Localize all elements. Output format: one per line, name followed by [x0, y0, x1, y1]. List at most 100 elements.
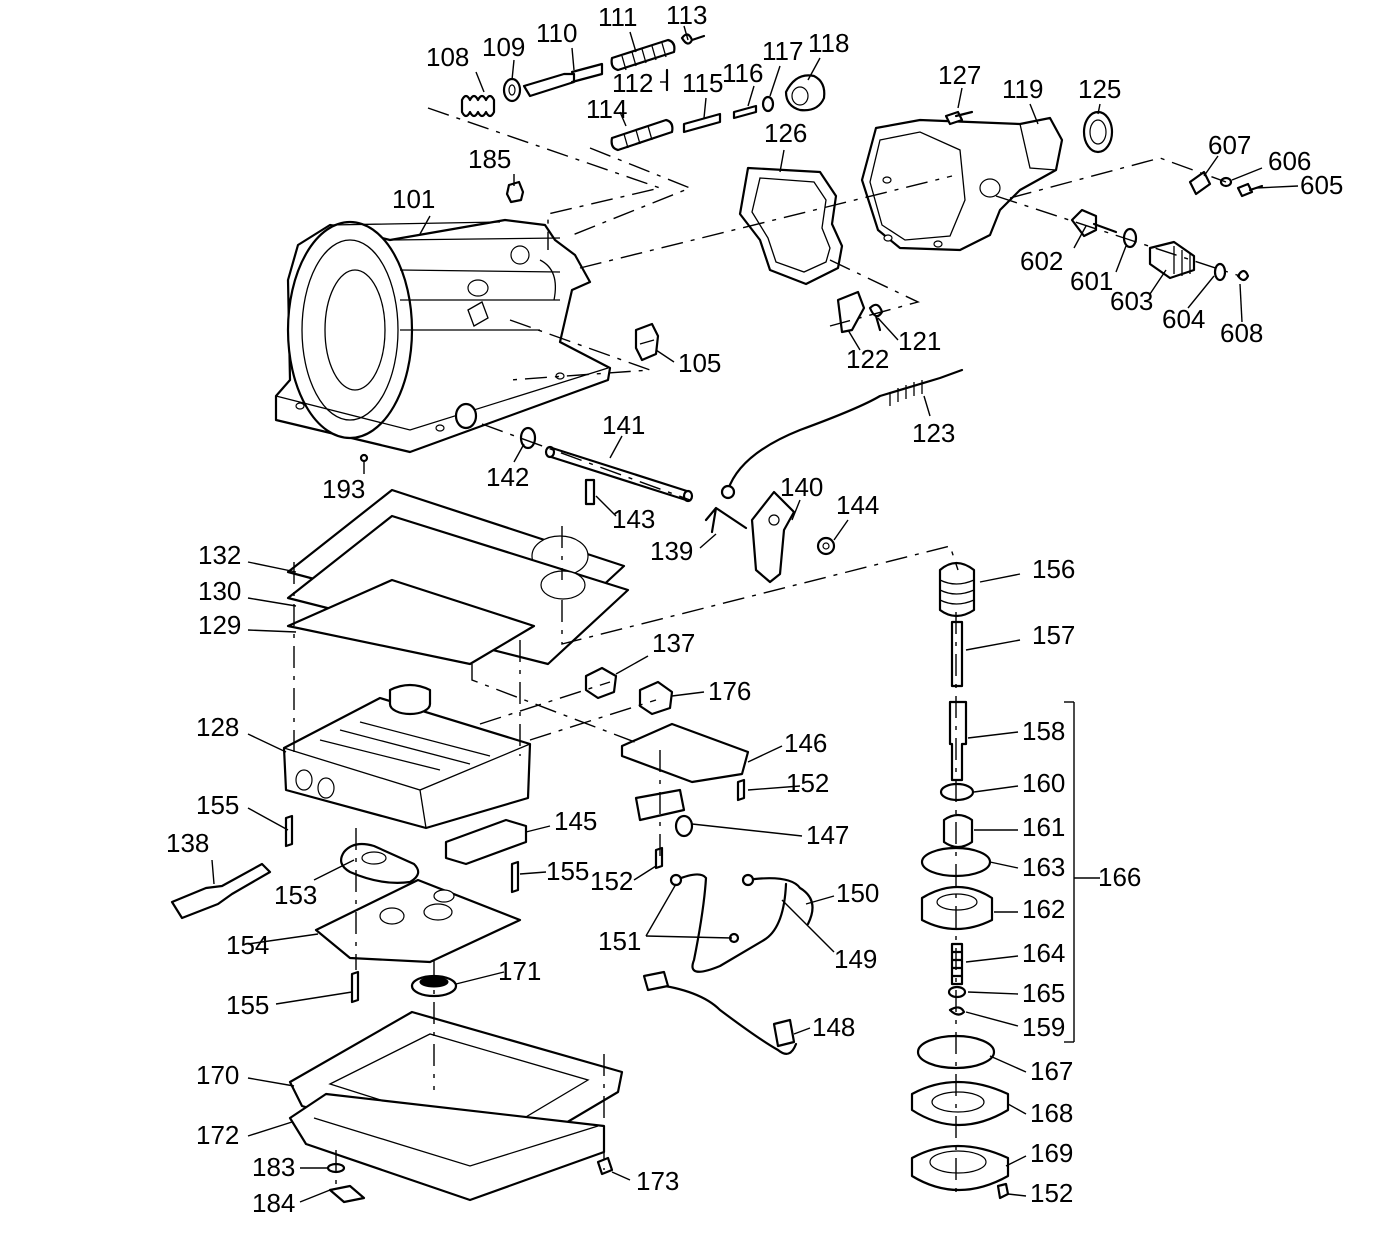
part-153-gasket [339, 842, 420, 884]
callout-111: 111 [598, 2, 638, 32]
part-159-clip [948, 1006, 966, 1016]
callout-144: 144 [836, 490, 879, 520]
callout-148: 148 [812, 1012, 855, 1042]
callout-170: 170 [196, 1060, 239, 1090]
part-142-seal [519, 426, 537, 450]
callout-159: 159 [1022, 1012, 1065, 1042]
callout-123: 123 [912, 418, 955, 448]
part-123-rod [720, 368, 964, 500]
callout-140: 140 [780, 472, 823, 502]
part-155-bolts [284, 814, 520, 1004]
callout-146: 146 [784, 728, 827, 758]
callout-139: 139 [650, 536, 693, 566]
part-125-seal [1082, 110, 1114, 154]
callout-121: 121 [898, 326, 941, 356]
callout-173: 173 [636, 1166, 679, 1196]
callout-132: 132 [198, 540, 241, 570]
callout-115: 115 [682, 68, 723, 98]
callout-157: 157 [1032, 620, 1075, 650]
part-129-gasket [286, 578, 536, 666]
part-117-ring [761, 95, 775, 113]
callout-603: 603 [1110, 286, 1153, 316]
part-608-clip [1236, 269, 1250, 282]
callout-127: 127 [938, 60, 981, 90]
callout-166: 166 [1098, 862, 1141, 892]
part-146-cover [620, 722, 750, 784]
callout-155a: 155 [196, 790, 239, 820]
part-154-plate [314, 878, 522, 964]
callout-147: 147 [806, 820, 849, 850]
callout-126: 126 [764, 118, 807, 148]
callout-labels: 108 109 110 111 113 112 114 115 116 117 … [166, 0, 1343, 1218]
part-157-pin [950, 620, 964, 688]
callout-142: 142 [486, 462, 529, 492]
callout-109: 109 [482, 32, 525, 62]
callout-118: 118 [808, 28, 849, 58]
callout-145: 145 [554, 806, 597, 836]
part-169-cover [910, 1144, 1010, 1191]
part-101-transmission-case [274, 218, 612, 454]
part-105-connector [634, 322, 660, 362]
part-122-bracket [836, 290, 866, 334]
part-604-ring [1213, 262, 1227, 282]
callout-165: 165 [1022, 978, 1065, 1008]
callout-160: 160 [1022, 768, 1065, 798]
part-161-piston [942, 813, 974, 849]
part-143-pin [584, 478, 596, 506]
callout-162: 162 [1022, 894, 1065, 924]
callout-130: 130 [198, 576, 241, 606]
callout-171: 171 [498, 956, 541, 986]
part-116-spring [732, 104, 758, 120]
part-173-drain-plug [596, 1156, 614, 1176]
callout-122: 122 [846, 344, 889, 374]
callout-113: 113 [666, 0, 707, 30]
part-607-bracket [1188, 170, 1212, 196]
part-602-sensor [1070, 208, 1118, 238]
part-111-solenoid-body [610, 38, 676, 72]
part-126-gasket [738, 166, 844, 286]
part-149-150-151-harness [669, 873, 814, 973]
callout-161: 161 [1022, 812, 1065, 842]
callout-169: 169 [1030, 1138, 1073, 1168]
part-164-spring [950, 942, 964, 986]
part-162-piston [920, 886, 994, 930]
assembly-centerlines [293, 107, 1241, 1196]
callout-112: 112 [612, 68, 653, 98]
callout-152a: 152 [786, 768, 829, 798]
callout-163: 163 [1022, 852, 1065, 882]
part-171-filter-seal [410, 974, 458, 998]
part-113-clip [680, 33, 706, 45]
callout-149: 149 [834, 944, 877, 974]
part-156-spring [938, 561, 976, 618]
part-185-vent [505, 180, 525, 204]
callout-605: 605 [1300, 170, 1343, 200]
part-137-switch [584, 666, 618, 700]
callout-129: 129 [198, 610, 241, 640]
callout-154: 154 [226, 930, 269, 960]
part-128-valve-body [282, 683, 532, 830]
part-184-magnet [328, 1184, 366, 1204]
callout-185: 185 [468, 144, 511, 174]
callout-141: 141 [602, 410, 645, 440]
part-603-gear [1148, 240, 1196, 280]
part-119-extension-housing [860, 116, 1064, 252]
callout-119: 119 [1002, 74, 1043, 104]
callout-153: 153 [274, 880, 317, 910]
callout-150: 150 [836, 878, 879, 908]
callout-193: 193 [322, 474, 365, 504]
callout-105: 105 [678, 348, 721, 378]
part-165-washer [947, 985, 967, 999]
callout-158: 158 [1022, 716, 1065, 746]
callout-156: 156 [1032, 554, 1075, 584]
part-108-spring [460, 94, 496, 118]
part-606-washer [1219, 176, 1233, 188]
callout-155c: 155 [226, 990, 269, 1020]
callout-183: 183 [252, 1152, 295, 1182]
callout-608: 608 [1220, 318, 1263, 348]
callout-164: 164 [1022, 938, 1065, 968]
part-148-harness-connector [642, 970, 798, 1055]
callout-125: 125 [1078, 74, 1121, 104]
part-144-nut [816, 536, 836, 556]
part-160-ring [939, 782, 975, 802]
